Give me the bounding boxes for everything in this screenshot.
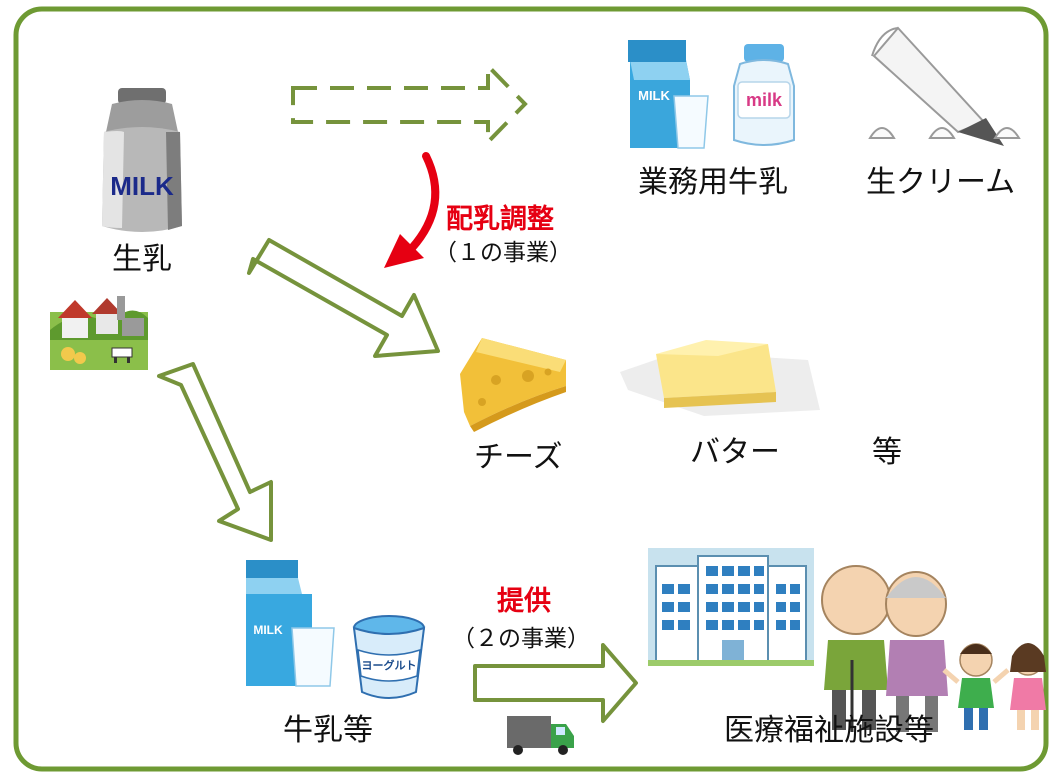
milk-can-icon: MILK [102, 88, 182, 232]
cheese-icon [460, 338, 566, 432]
label-provide-title: 提供 [497, 586, 551, 617]
dashed-arrow [291, 61, 528, 147]
bottle-label: milk [746, 90, 783, 110]
elderly-people-icon [821, 565, 948, 732]
carton-small-label: MILK [253, 623, 283, 637]
yogurt-label: ヨーグルト [362, 658, 417, 672]
carton-label: MILK [638, 88, 670, 103]
label-fresh-cream: 生クリーム [866, 165, 1016, 200]
can-label: MILK [110, 171, 174, 201]
label-raw-milk: 生乳 [112, 242, 172, 277]
label-etc: 等 [872, 435, 902, 470]
label-butter: バター [690, 435, 780, 470]
milk-bottle-icon: milk [733, 44, 795, 146]
milk-carton-icon: MILK [628, 40, 709, 149]
outer-frame [13, 6, 1049, 772]
label-milk-etc: 牛乳等 [283, 713, 373, 748]
label-adjust-sub: （１の事業） [434, 240, 572, 266]
label-adjust-title: 配乳調整 [446, 204, 554, 235]
milk-carton-small-icon: MILK [246, 560, 335, 687]
label-facilities: 医療福祉施設等 [724, 713, 934, 748]
red-arrow-head [384, 234, 424, 268]
butter-icon [620, 340, 820, 416]
children-icon [942, 643, 1046, 730]
label-provide-sub: （２の事業） [452, 626, 590, 652]
farm-icon [50, 296, 148, 370]
piping-bag-icon [868, 26, 1021, 146]
truck-icon [507, 716, 574, 755]
hospital-icon [648, 548, 814, 666]
label-cheese: チーズ [474, 440, 563, 475]
arrow-provide [473, 643, 638, 723]
red-curved-arrow [408, 152, 440, 252]
label-business-milk: 業務用牛乳 [638, 165, 788, 200]
yogurt-icon: ヨーグルト [352, 615, 426, 699]
arrow-to-milk [157, 362, 273, 542]
arrow-to-cheese [247, 238, 440, 358]
